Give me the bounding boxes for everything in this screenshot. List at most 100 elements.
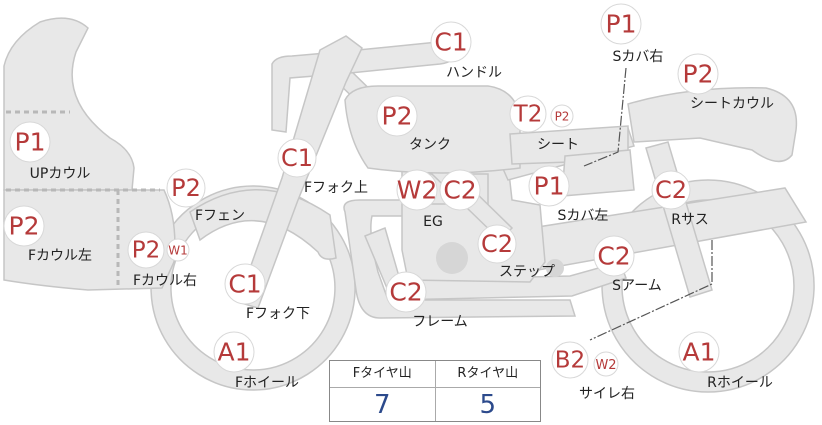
- part-label: Fフェン: [195, 208, 245, 224]
- badge-code: T2: [513, 102, 543, 128]
- badge-circle: [439, 169, 481, 211]
- rear-tread-column: Rタイヤ山 5: [434, 361, 540, 421]
- badge-sub-code: W2: [595, 358, 616, 373]
- badge-sub-code: W1: [168, 243, 188, 257]
- part-label: EG: [423, 214, 443, 230]
- part-label: UPカウル: [30, 166, 91, 182]
- upper-cowl: [3, 17, 135, 191]
- part-label: ステップ: [499, 264, 555, 280]
- badge-code: P1: [15, 127, 46, 156]
- front-tread-value: 7: [373, 390, 391, 420]
- badge-circle: [376, 95, 418, 137]
- front-fender: [189, 189, 337, 260]
- badge-circle: [678, 331, 720, 373]
- part-label: Fフォク下: [246, 306, 310, 322]
- badge-circle: [9, 121, 51, 163]
- badge-circle: [528, 165, 570, 207]
- badge-code: P2: [9, 211, 40, 240]
- front-tread-header: Fタイヤ山: [330, 361, 435, 388]
- part-label: サイレ右: [579, 386, 635, 402]
- badge-code: C2: [389, 277, 422, 306]
- badge-circle: [551, 341, 589, 379]
- badge-circle: [677, 53, 719, 95]
- badge-circle: [213, 331, 255, 373]
- part-label: Fカウル右: [133, 273, 197, 289]
- part-badge-c2-frame: C2 フレーム: [385, 271, 468, 330]
- badge-circle: [3, 205, 45, 247]
- badge-circle: [600, 3, 642, 45]
- part-badge-c2-step: C2 ステップ: [477, 224, 555, 280]
- badge-code: P2: [382, 101, 413, 130]
- badge-code: C2: [597, 241, 630, 270]
- badge-circle: [430, 21, 472, 63]
- badge-sub-circle: [593, 351, 619, 377]
- badge-code: P2: [132, 238, 161, 264]
- badge-sub-circle: [166, 238, 190, 262]
- part-label: シート: [537, 137, 579, 153]
- badge-code: P1: [606, 9, 637, 38]
- badge-code: C2: [443, 175, 476, 204]
- engine-crank: [436, 242, 468, 274]
- badge-circle: [127, 231, 165, 269]
- part-label: シートカウル: [690, 96, 774, 112]
- part-label: Fホイール: [235, 375, 299, 391]
- badge-code: P1: [534, 171, 565, 200]
- part-label: フレーム: [412, 314, 468, 330]
- badge-code: A1: [217, 337, 250, 366]
- step-peg: [546, 259, 564, 277]
- badge-circle: [277, 138, 317, 178]
- part-badge-p2-tank: P2 タンク: [376, 95, 451, 153]
- badge-code: A1: [682, 337, 715, 366]
- badge-circle: [651, 170, 691, 210]
- part-label: Rホイール: [707, 375, 773, 391]
- part-label: Sカバ左: [558, 208, 609, 224]
- badge-code: P2: [171, 174, 201, 202]
- tire-tread-table: Fタイヤ山 7 Rタイヤ山 5: [329, 360, 541, 422]
- side-cover: [561, 149, 635, 197]
- badge-circle: [477, 224, 517, 264]
- badge-code: C1: [281, 144, 313, 172]
- badge-circle: [385, 271, 427, 313]
- badge-code: C1: [228, 269, 261, 298]
- part-badge-t2-seat: T2 P2 シート: [509, 95, 579, 153]
- badge-code: C2: [481, 230, 513, 258]
- badge-circle: [593, 235, 635, 277]
- part-label: Sアーム: [612, 278, 662, 294]
- badge-circle: [509, 95, 547, 133]
- part-label: タンク: [409, 137, 451, 153]
- badge-circle: [396, 169, 438, 211]
- cowl-seam: [6, 110, 160, 286]
- front-tread-column: Fタイヤ山 7: [330, 361, 435, 421]
- badge-code: W2: [397, 175, 438, 204]
- badge-sub-code: P2: [555, 109, 570, 123]
- badge-code: C1: [434, 27, 467, 56]
- part-badge-p2-seatcowl: P2 シートカウル: [677, 53, 774, 112]
- fuel-tank: [344, 85, 521, 174]
- part-label: Sカバ右: [613, 49, 664, 65]
- badge-code: P2: [683, 59, 714, 88]
- badge-circle: [224, 263, 266, 305]
- rear-tread-header: Rタイヤ山: [435, 361, 540, 388]
- lower-cowl: [3, 189, 176, 291]
- part-badge-c2-eg: C2: [439, 169, 481, 211]
- badge-sub-circle: [550, 104, 574, 128]
- part-label: Fフォク上: [304, 180, 368, 196]
- leader-line-muffler: [589, 240, 713, 341]
- part-label: ハンドル: [446, 65, 502, 81]
- part-label: Rサス: [671, 212, 708, 228]
